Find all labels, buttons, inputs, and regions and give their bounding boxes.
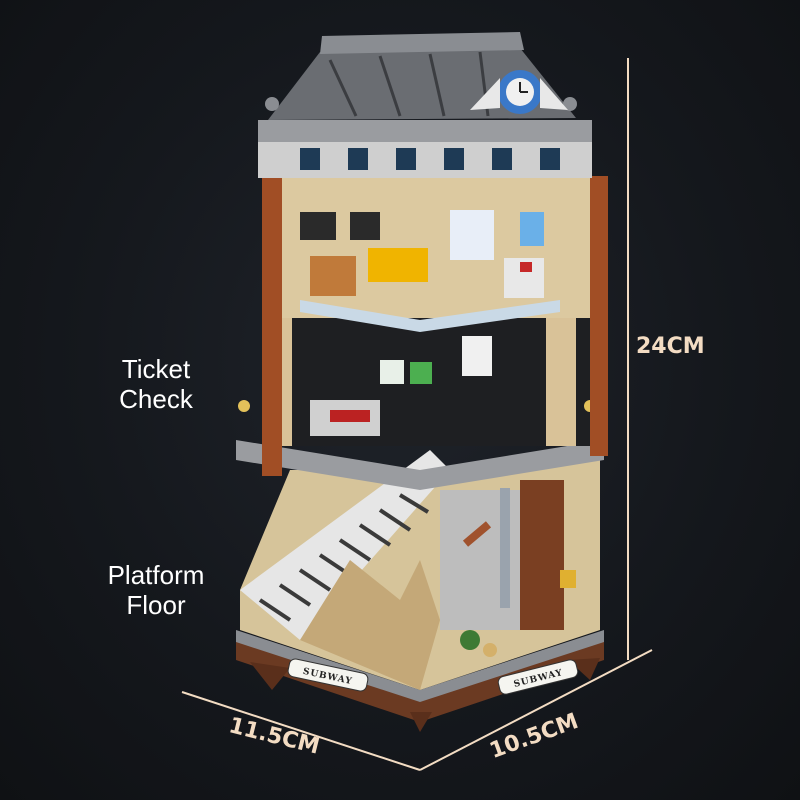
roof — [258, 32, 592, 178]
platform-floor-section — [240, 450, 600, 690]
platform-floor-label: Platform Floor — [107, 560, 205, 620]
dimension-lines — [181, 58, 653, 771]
upper-floor-section — [262, 176, 608, 476]
height-dimension-label: 24CM — [636, 334, 705, 359]
depth-dimension-line — [419, 649, 653, 771]
ticket-check-label: Ticket Check — [119, 354, 193, 414]
width-dimension-line — [181, 691, 421, 771]
